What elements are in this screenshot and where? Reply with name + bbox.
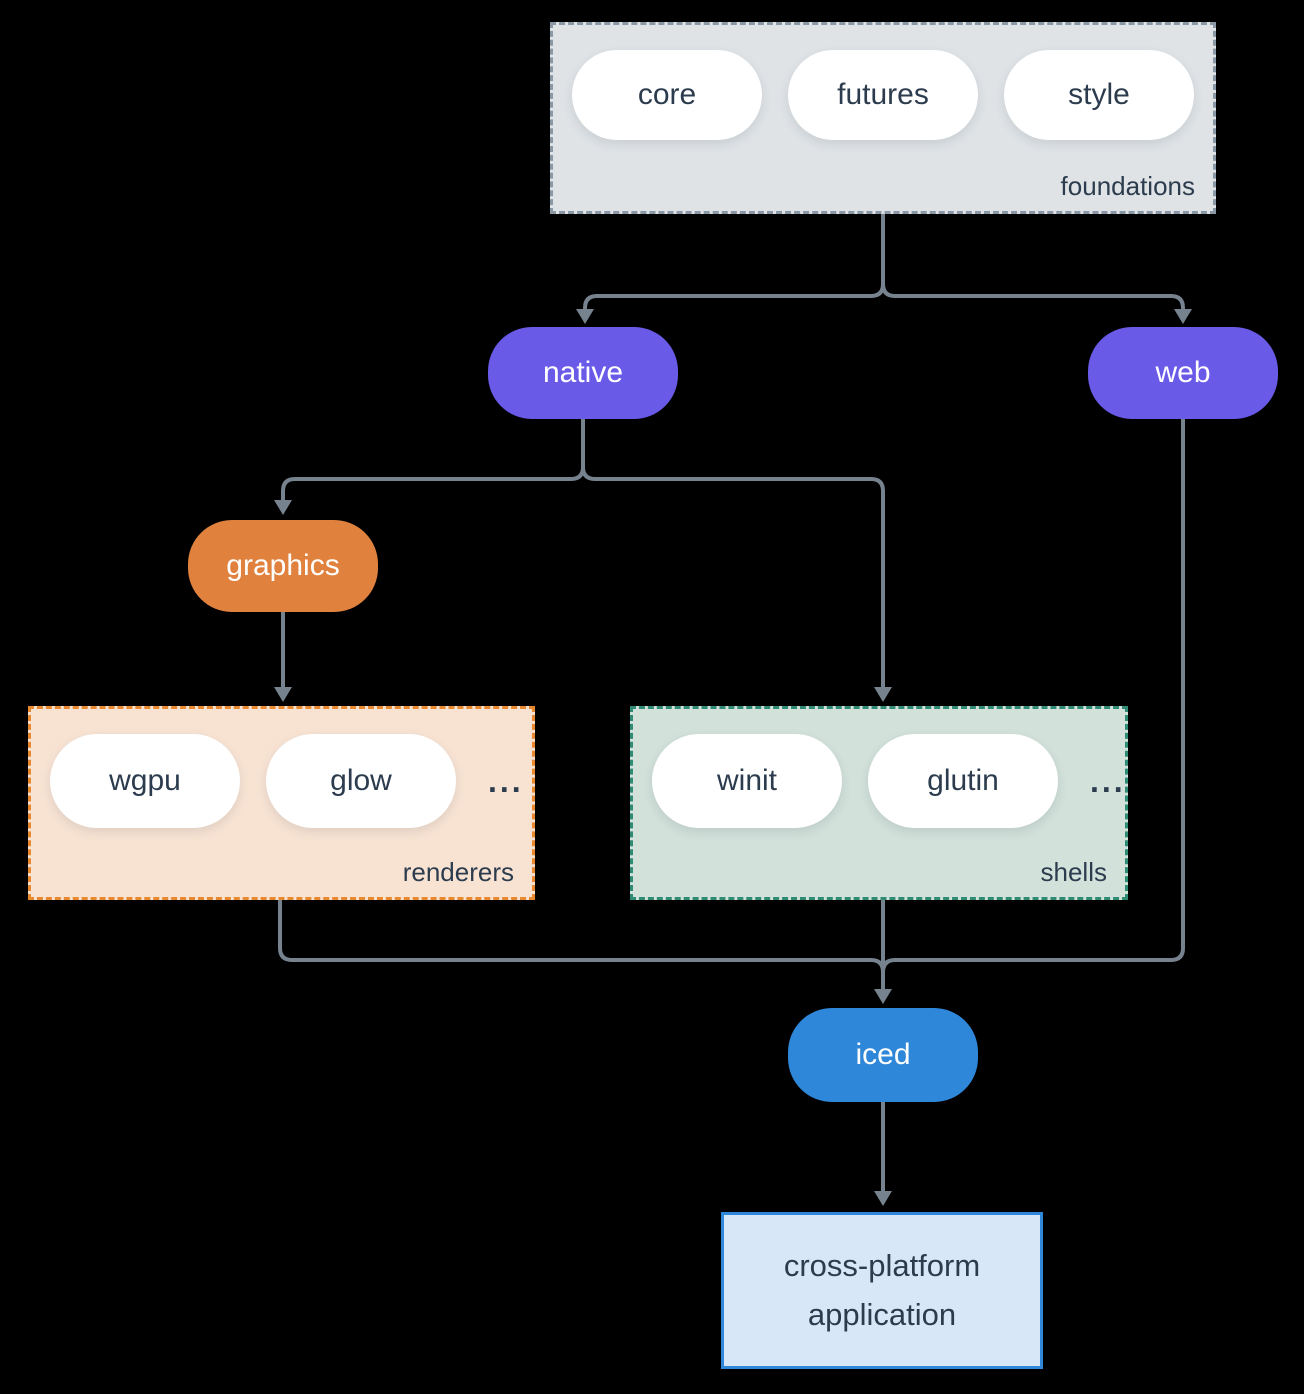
connector-native-to-shells xyxy=(581,419,885,688)
renderers-ellipsis: ... xyxy=(488,762,524,799)
chip-futures: futures xyxy=(788,50,978,140)
chip-winit: winit xyxy=(652,734,842,828)
arrowhead-application xyxy=(874,1191,892,1206)
shells-ellipsis: ... xyxy=(1090,762,1126,799)
renderers-label: renderers xyxy=(402,857,514,887)
chip-core: core xyxy=(572,50,762,140)
group-foundations: core futures style foundations xyxy=(550,22,1216,214)
arrowhead-graphics xyxy=(274,500,292,515)
renderers-chip-row: wgpu glow ... xyxy=(31,709,532,828)
chip-glow: glow xyxy=(266,734,456,828)
group-shells: winit glutin ... shells xyxy=(630,706,1128,900)
node-iced: iced xyxy=(788,1008,978,1102)
group-renderers: wgpu glow ... renderers xyxy=(28,706,535,900)
connector-renderers-to-iced xyxy=(278,900,885,973)
node-web: web xyxy=(1088,327,1278,419)
arrowhead-web xyxy=(1174,309,1192,324)
arrowhead-iced xyxy=(874,989,892,1004)
application-box: cross-platform application xyxy=(721,1212,1043,1369)
connector-foundations-to-web xyxy=(881,214,1185,310)
node-native: native xyxy=(488,327,678,419)
shells-chip-row: winit glutin ... xyxy=(633,709,1125,828)
chip-wgpu: wgpu xyxy=(50,734,240,828)
arrowhead-native xyxy=(576,309,594,324)
connector-native-to-graphics xyxy=(281,419,585,501)
foundations-chip-row: core futures style xyxy=(553,25,1213,140)
shells-label: shells xyxy=(1040,857,1107,887)
connector-foundations-to-native xyxy=(583,214,885,310)
foundations-label: foundations xyxy=(1060,171,1195,201)
chip-style: style xyxy=(1004,50,1194,140)
arrowhead-shells xyxy=(874,687,892,702)
arrowhead-renderers xyxy=(274,687,292,702)
chip-glutin: glutin xyxy=(868,734,1058,828)
node-graphics: graphics xyxy=(188,520,378,612)
